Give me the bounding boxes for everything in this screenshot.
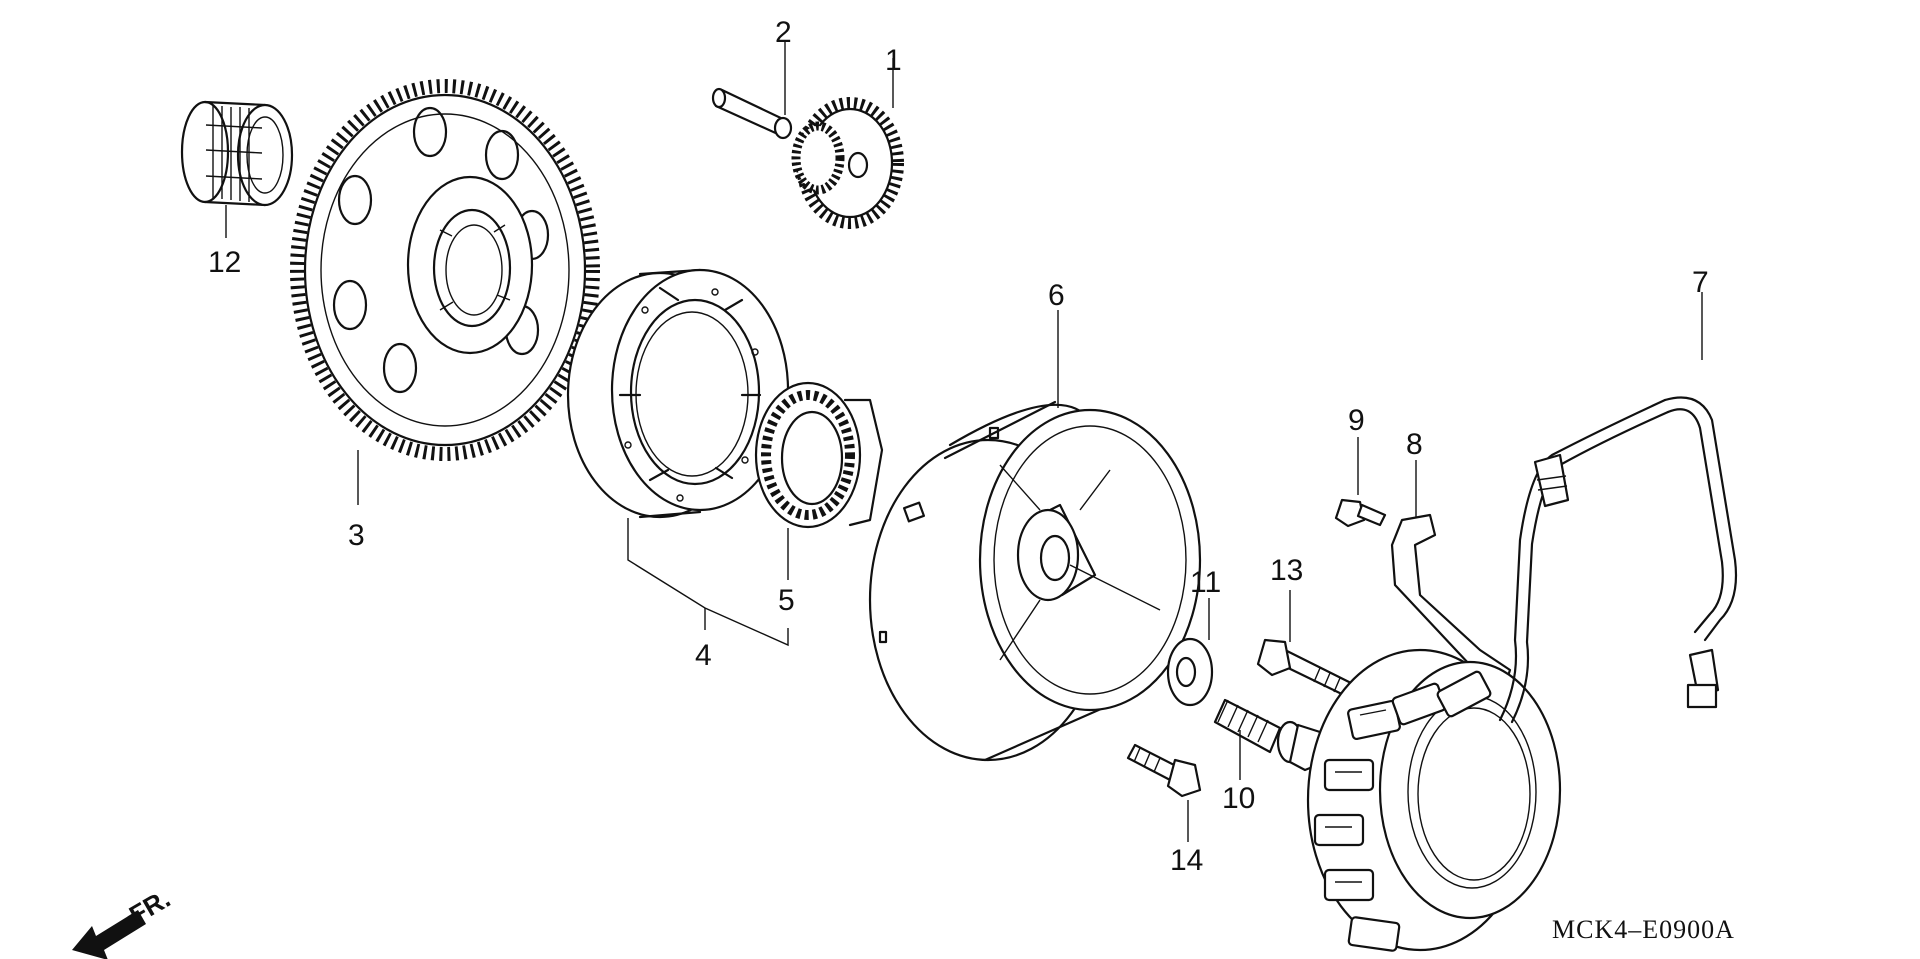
callout-4: 4 bbox=[695, 639, 712, 672]
callout-12: 12 bbox=[208, 246, 241, 279]
callout-1: 1 bbox=[885, 44, 902, 77]
callout-labels: 1 2 3 4 5 6 7 8 9 10 11 12 13 14 bbox=[208, 16, 1709, 877]
front-direction-arrow: FR. bbox=[72, 883, 175, 959]
callout-leader-4-5 bbox=[627, 518, 789, 647]
callout-3: 3 bbox=[348, 519, 365, 552]
part-5-one-way-clutch bbox=[754, 381, 884, 529]
callout-13: 13 bbox=[1270, 554, 1303, 587]
part-9-clamp-bolt bbox=[1334, 437, 1387, 528]
callout-10: 10 bbox=[1222, 782, 1255, 815]
part-14-bolt bbox=[1126, 743, 1202, 842]
part-12-needle-bearing bbox=[180, 100, 294, 238]
drawing-code: MCK4–E0900A bbox=[1552, 915, 1735, 944]
callout-11: 11 bbox=[1190, 566, 1221, 599]
part-13-stator-bolt bbox=[1256, 590, 1357, 700]
part-1-reduction-gear bbox=[791, 58, 904, 229]
part-7-stator-assembly bbox=[1306, 292, 1738, 952]
callout-8: 8 bbox=[1406, 428, 1423, 461]
callout-14: 14 bbox=[1170, 844, 1203, 877]
callout-7: 7 bbox=[1692, 266, 1709, 299]
part-3-starter-driven-gear bbox=[290, 79, 600, 505]
part-4-starter-clutch-outer bbox=[566, 268, 790, 519]
callout-9: 9 bbox=[1348, 404, 1365, 437]
callout-5: 5 bbox=[778, 584, 795, 617]
part-2-dowel-pin bbox=[711, 40, 793, 140]
part-10-flywheel-bolt bbox=[1213, 698, 1327, 780]
part-6-flywheel-rotor bbox=[868, 310, 1202, 762]
callout-6: 6 bbox=[1048, 279, 1065, 312]
callout-2: 2 bbox=[775, 16, 792, 49]
part-11-washer bbox=[1166, 598, 1214, 707]
